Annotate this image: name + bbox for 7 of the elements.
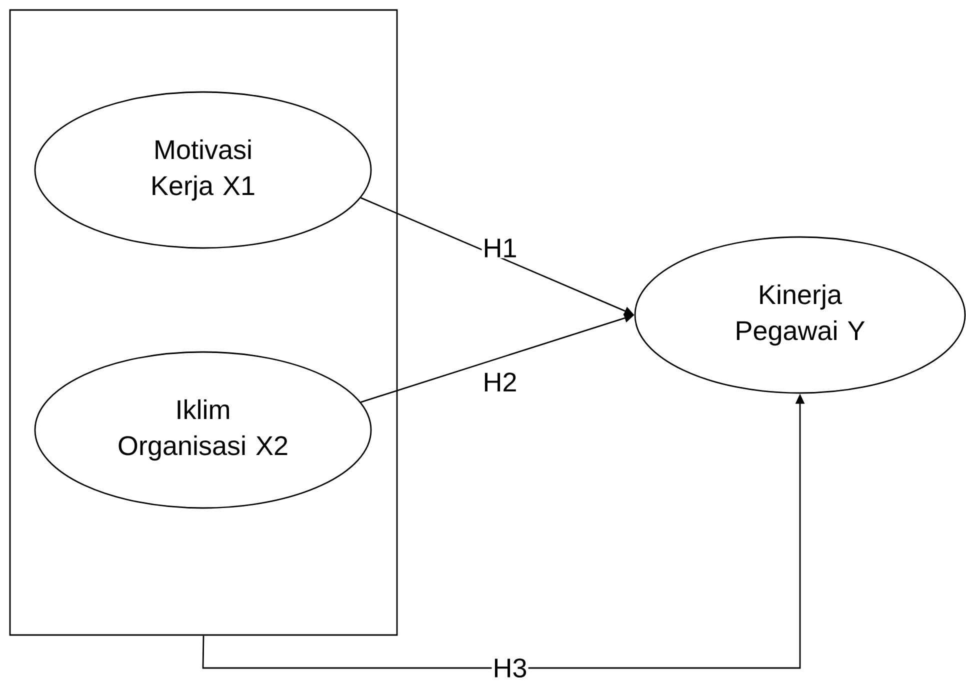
- ellipse-node: Motivasi Kerja X1: [34, 91, 372, 249]
- edge-label: H3: [492, 657, 528, 679]
- edge-label: H2: [482, 372, 518, 392]
- group-rectangle: [9, 9, 398, 636]
- ellipse-node: Kinerja Pegawai Y: [634, 236, 966, 394]
- edge-label: H1: [482, 238, 518, 258]
- ellipse-node: Iklim Organisasi X2: [34, 351, 372, 509]
